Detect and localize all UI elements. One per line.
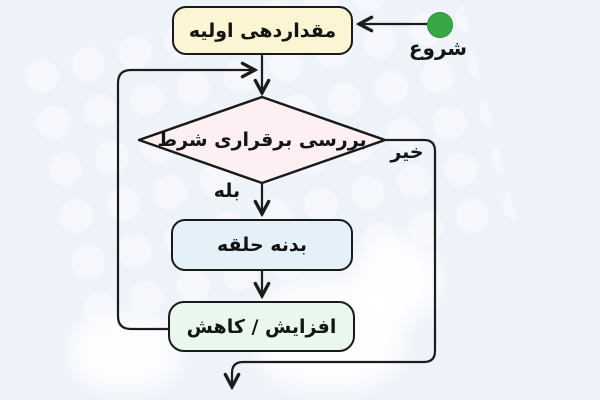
node-increment-decrement: افزایش / کاهش — [168, 301, 355, 352]
watermark-blob — [350, 235, 440, 325]
start-label: شروع — [408, 36, 468, 60]
no-edge-label: خیر — [390, 141, 424, 163]
edge-update-loopback — [116, 70, 253, 331]
node-initialize: مقداردهی اولیه — [172, 6, 353, 55]
node-loop-body: بدنه حلقه — [171, 219, 353, 271]
start-circle — [427, 12, 453, 38]
condition-diamond-shape — [137, 95, 387, 185]
node-condition-label: بررسی برقراری شرط — [157, 129, 367, 151]
edge-condition-no-to-exit — [232, 138, 437, 385]
yes-edge-label: بله — [213, 180, 241, 202]
